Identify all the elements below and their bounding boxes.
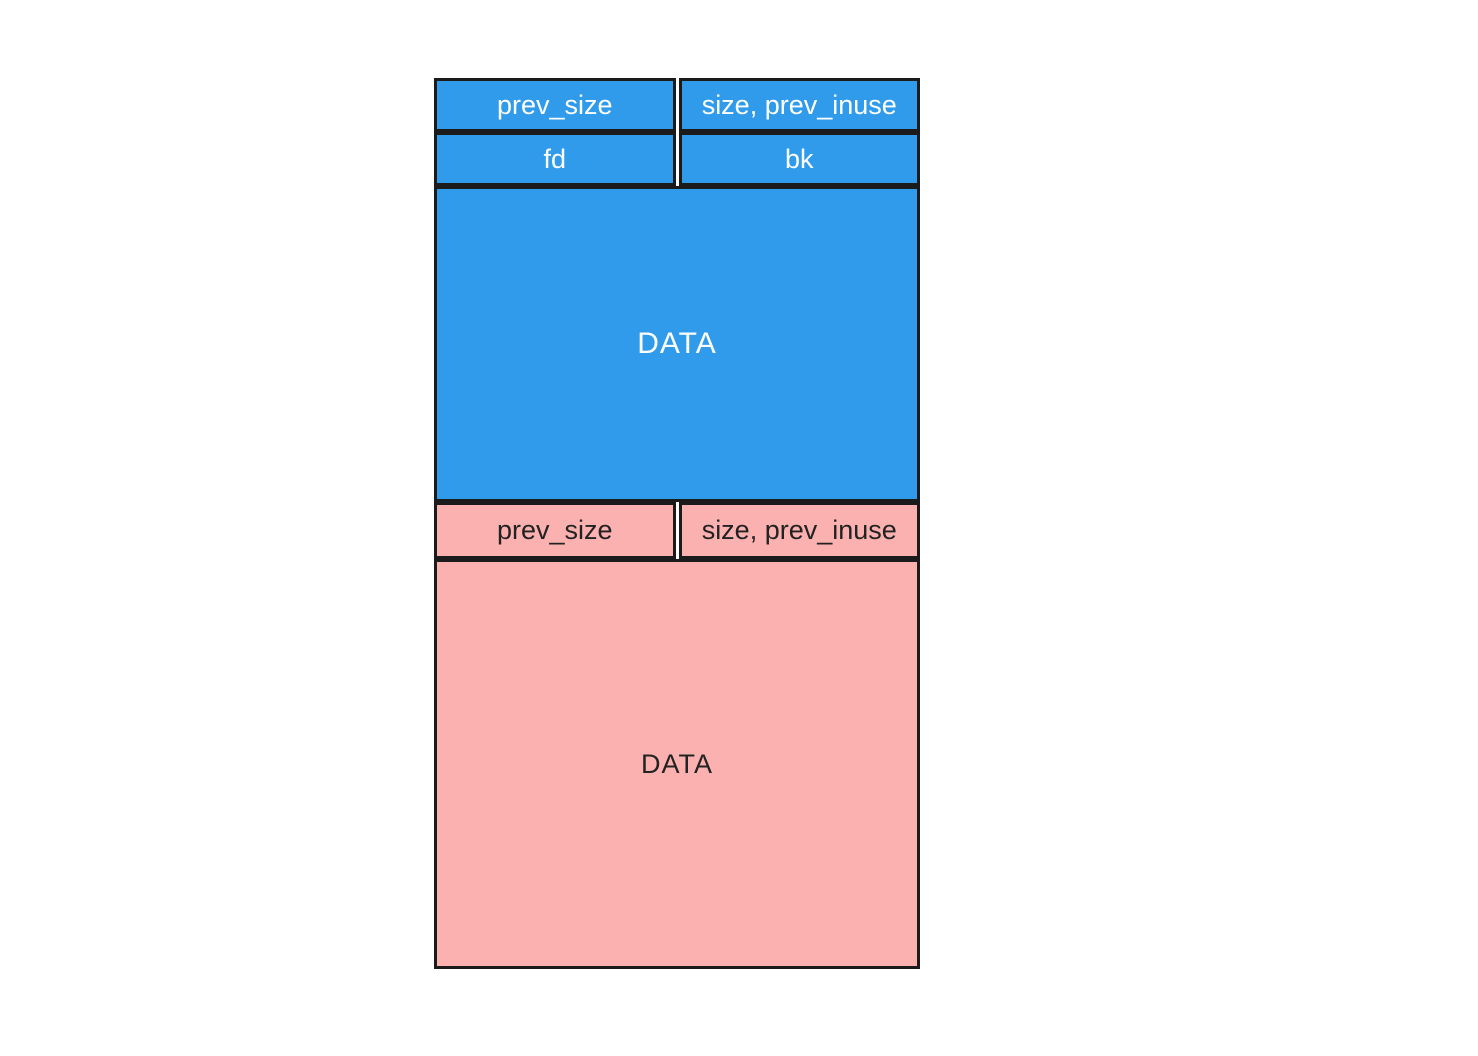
free-chunk: prev_size size, prev_inuse DATA [434,502,920,969]
field-prev-size: prev_size [434,78,676,132]
malloc-chunk-diagram: prev_size size, prev_inuse fd bk DATA pr… [434,78,920,969]
field-bk: bk [678,132,920,186]
allocated-chunk-header-row-1: prev_size size, prev_inuse [434,78,920,132]
allocated-chunk-data-region: DATA [434,186,920,502]
field-size-prev-inuse: size, prev_inuse [678,502,920,559]
field-prev-size: prev_size [434,502,676,559]
free-chunk-header-row-1: prev_size size, prev_inuse [434,502,920,559]
allocated-chunk: prev_size size, prev_inuse fd bk DATA [434,78,920,502]
allocated-chunk-header-row-2: fd bk [434,132,920,186]
field-size-prev-inuse: size, prev_inuse [678,78,920,132]
free-chunk-data-region: DATA [434,559,920,969]
field-fd: fd [434,132,676,186]
